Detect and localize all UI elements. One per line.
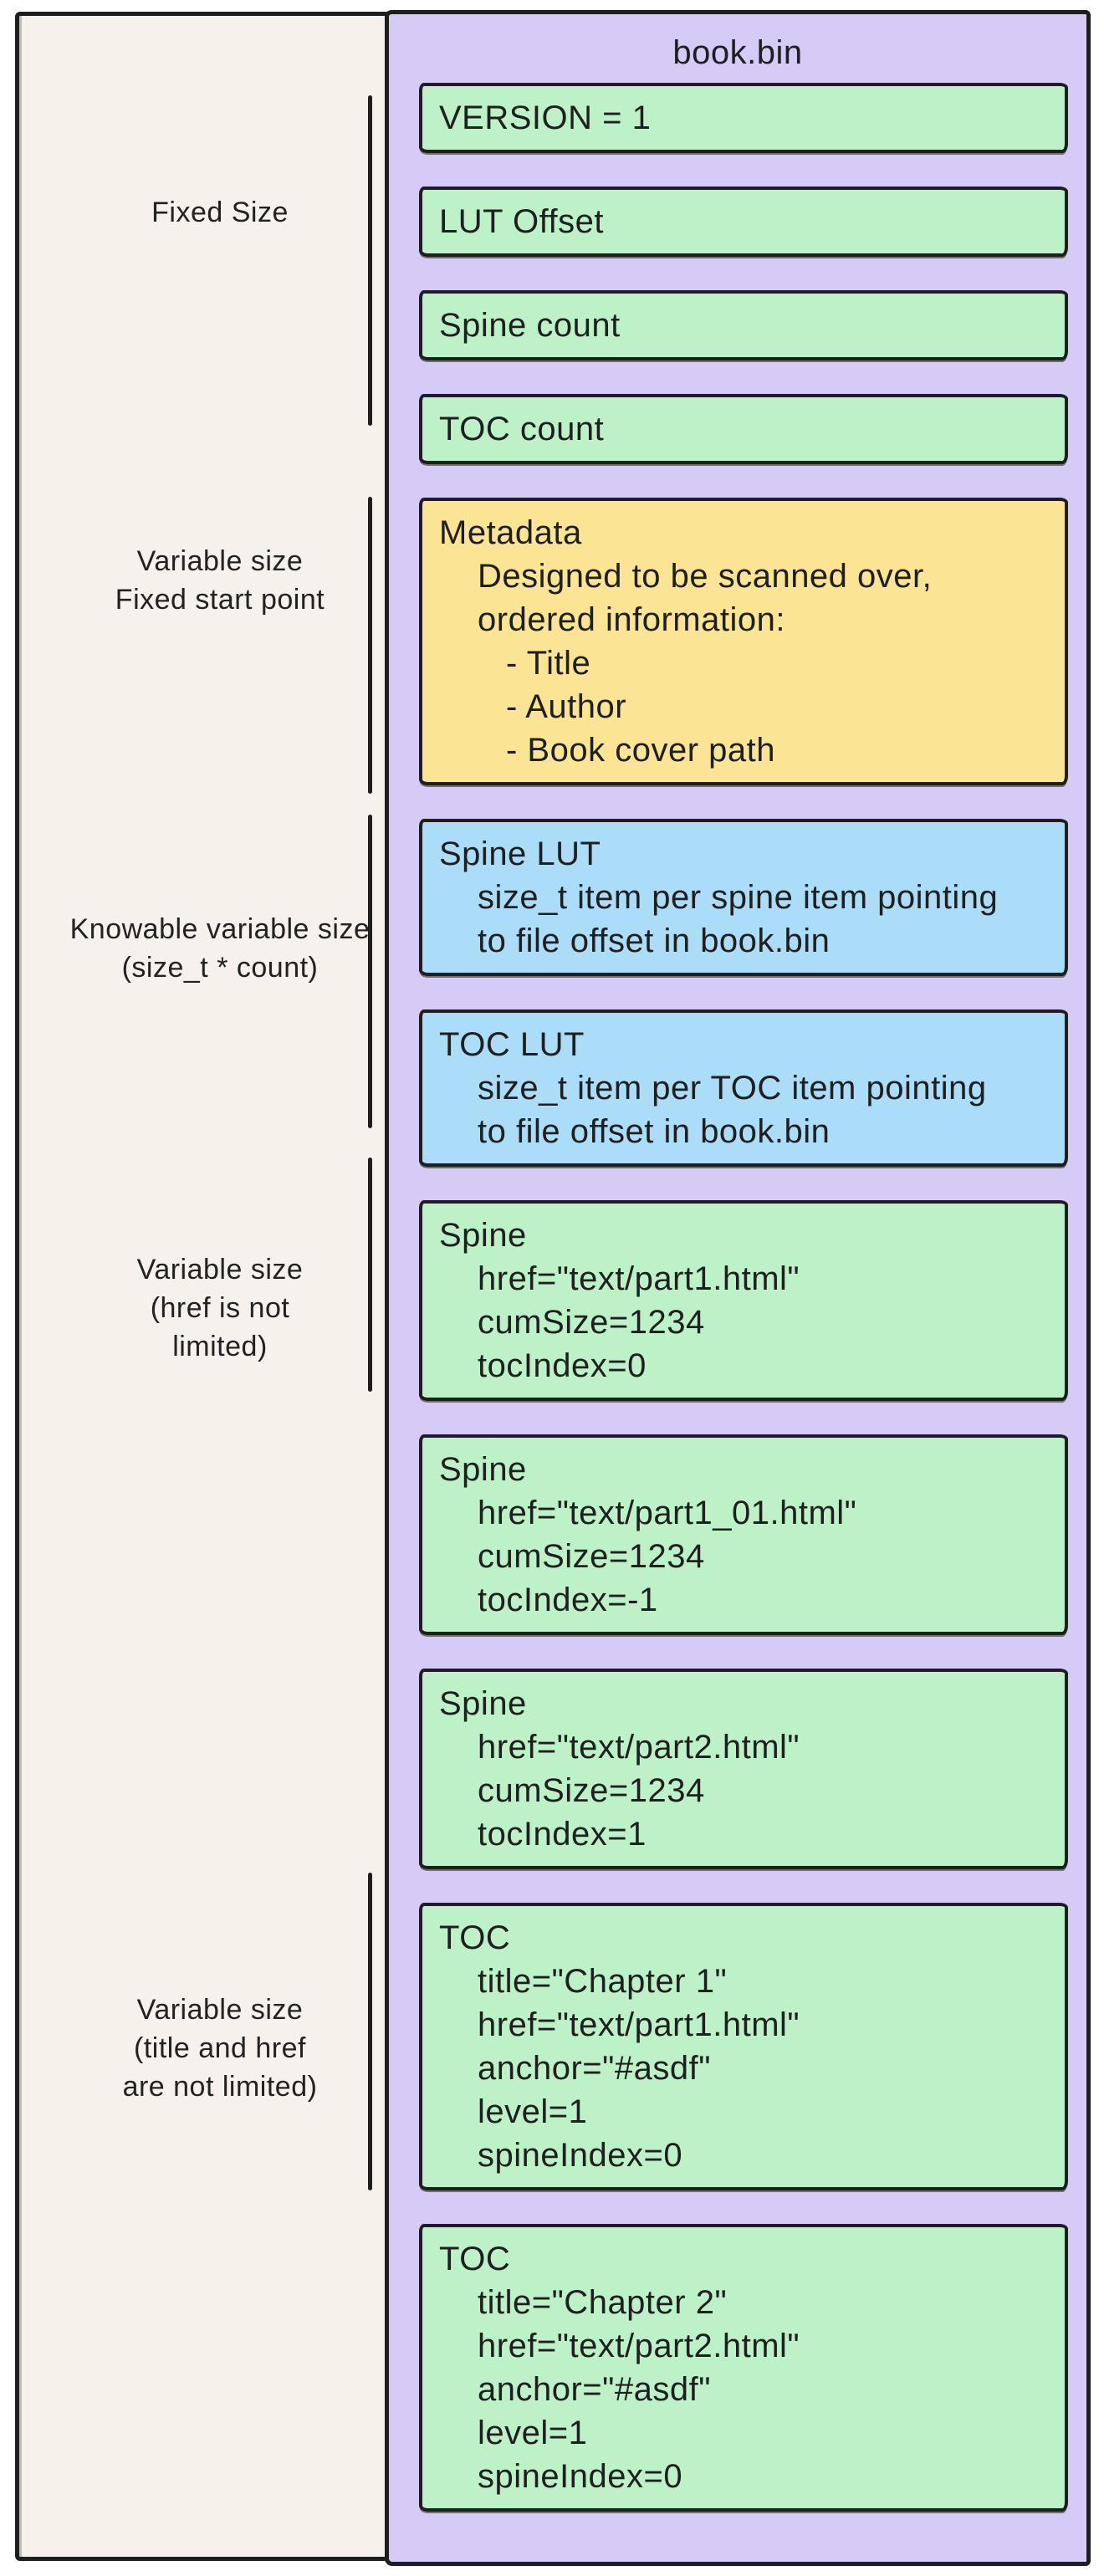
block-field: tocIndex=1 <box>478 1816 647 1853</box>
side-label-3: Knowable variable size (size_t * count) <box>61 910 379 987</box>
side-label-5: Variable size (title and href are not limi… <box>61 1991 379 2106</box>
block-field: href="text/part2.html" <box>478 2328 800 2364</box>
block-title: TOC <box>439 1919 511 1956</box>
side-label-line: Knowable variable size <box>69 913 371 945</box>
bracket-line-3 <box>368 815 372 1128</box>
side-label-line: Fixed start point <box>115 584 325 616</box>
side-label-line: Variable size <box>136 1254 304 1285</box>
block-title: Metadata <box>439 514 582 551</box>
side-label-4: Variable size (href is not limited) <box>61 1250 379 1366</box>
block-title: Spine <box>439 1451 527 1488</box>
block-field: level=1 <box>478 2093 588 2130</box>
side-label-line: Variable size <box>136 1994 304 2026</box>
file-title: book.bin <box>672 34 803 71</box>
block-field: cumSize=1234 <box>478 1538 705 1575</box>
bracket-line-1 <box>368 95 372 426</box>
block-lut-offset: LUT Offset <box>419 187 1068 257</box>
side-label-line: are not limited) <box>122 2071 318 2103</box>
side-label-line: Variable size <box>136 545 304 577</box>
block-spine-lut: Spine LUT size_t item per spine item poin… <box>419 819 1068 976</box>
block-field: size_t item per spine item pointing <box>478 879 999 916</box>
block-title: Spine count <box>439 307 621 344</box>
block-field: size_t item per TOC item pointing <box>478 1070 987 1107</box>
block-spine-2: Spine href="text/part1_01.html" cumSize=12… <box>419 1434 1068 1635</box>
block-field: to file offset in book.bin <box>478 1113 831 1150</box>
block-field: - Book cover path <box>506 732 775 769</box>
block-toc-2: TOC title="Chapter 2" href="text/part2.htm… <box>419 2224 1068 2512</box>
bracket-line-4 <box>368 1158 372 1392</box>
block-title: Spine <box>439 1685 527 1722</box>
block-version: VERSION = 1 <box>419 83 1068 153</box>
block-field: anchor="#asdf" <box>478 2050 711 2087</box>
block-title: VERSION = 1 <box>439 100 652 136</box>
block-field: cumSize=1234 <box>478 1772 705 1809</box>
block-field: href="text/part2.html" <box>478 1729 800 1766</box>
block-field: href="text/part1_01.html" <box>478 1495 857 1531</box>
block-spine-3: Spine href="text/part2.html" cumSize=1234 t… <box>419 1669 1068 1869</box>
block-field: - Title <box>506 645 591 682</box>
block-title: Spine LUT <box>439 836 601 872</box>
side-label-line: (size_t * count) <box>121 952 319 984</box>
side-label-line: Fixed Size <box>151 197 289 228</box>
block-spine-count: Spine count <box>419 290 1068 360</box>
block-title: Spine <box>439 1217 527 1254</box>
side-label-line: (title and href <box>134 2032 306 2064</box>
block-field: Designed to be scanned over, <box>478 558 933 595</box>
block-field: spineIndex=0 <box>478 2137 683 2174</box>
block-title: TOC <box>439 2241 511 2277</box>
block-spine-1: Spine href="text/part1.html" cumSize=1234 t… <box>419 1200 1068 1401</box>
block-field: - Author <box>506 688 627 725</box>
block-field: spineIndex=0 <box>478 2458 683 2495</box>
block-field: anchor="#asdf" <box>478 2371 711 2408</box>
block-field: href="text/part1.html" <box>478 2006 800 2043</box>
block-field: level=1 <box>478 2415 588 2451</box>
block-title: TOC count <box>439 411 605 447</box>
bracket-line-2 <box>368 497 372 794</box>
block-field: title="Chapter 1" <box>478 1963 728 2000</box>
block-field: cumSize=1234 <box>478 1304 705 1341</box>
side-label-line: (href is not <box>150 1292 290 1324</box>
block-toc-lut: TOC LUT size_t item per TOC item pointing… <box>419 1009 1068 1167</box>
block-toc-count: TOC count <box>419 394 1068 464</box>
block-field: ordered information: <box>478 601 785 638</box>
side-label-line: limited) <box>172 1331 268 1362</box>
block-title: TOC LUT <box>439 1026 585 1063</box>
block-title: LUT Offset <box>439 203 604 240</box>
block-toc-1: TOC title="Chapter 1" href="text/part1.htm… <box>419 1903 1068 2190</box>
block-field: to file offset in book.bin <box>478 923 831 959</box>
block-field: href="text/part1.html" <box>478 1260 800 1297</box>
side-label-1: Fixed Size <box>61 193 379 232</box>
bracket-line-5 <box>368 1873 372 2190</box>
block-field: tocIndex=0 <box>478 1347 647 1384</box>
block-field: tocIndex=-1 <box>478 1582 658 1618</box>
block-field: title="Chapter 2" <box>478 2284 728 2321</box>
